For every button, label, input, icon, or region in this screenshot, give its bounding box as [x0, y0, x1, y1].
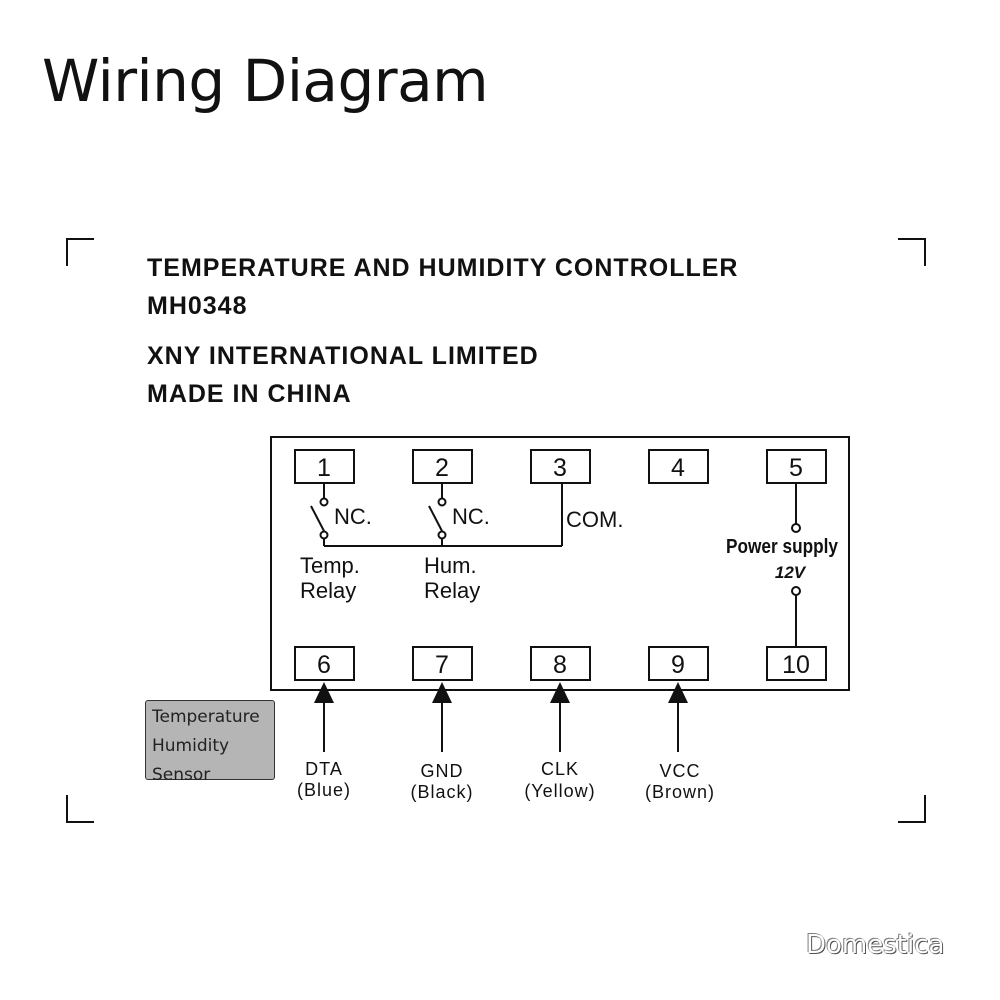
- product-name: TEMPERATURE AND HUMIDITY CONTROLLER: [147, 254, 739, 282]
- svg-text:8: 8: [553, 651, 567, 679]
- terminal-9: 9: [648, 646, 709, 681]
- hum-relay-nc-label: NC.: [452, 504, 490, 529]
- wire-color-clk: (Yellow): [524, 781, 595, 801]
- corner-mark-bottom-right: [898, 795, 926, 823]
- wire-color-gnd: (Black): [410, 782, 473, 802]
- temp-relay-label-line2: Relay: [300, 578, 356, 603]
- com-label: COM.: [566, 507, 623, 532]
- watermark: Domestica: [806, 930, 945, 960]
- svg-text:2: 2: [435, 454, 449, 482]
- power-voltage-label: 12V: [775, 563, 807, 582]
- sensor-label-line3: Sensor: [152, 765, 211, 785]
- page-title: Wiring Diagram: [42, 47, 489, 115]
- power-supply-label: Power supply: [726, 536, 839, 558]
- common-bus: [324, 483, 563, 547]
- sensor-wire-dta: [314, 682, 334, 752]
- sensor-wire-gnd: [432, 682, 452, 752]
- wire-color-dta: (Blue): [297, 780, 351, 800]
- wire-label-gnd: GND: [421, 761, 464, 781]
- svg-text:9: 9: [671, 651, 685, 679]
- svg-text:1: 1: [317, 454, 331, 482]
- power-supply-wiring: [791, 483, 801, 647]
- svg-text:10: 10: [782, 651, 810, 679]
- terminal-3: 3: [530, 449, 591, 484]
- hum-relay-switch: [428, 483, 447, 546]
- temp-relay-switch: [310, 483, 329, 546]
- sensor-label-line1: Temperature: [152, 707, 260, 727]
- terminal-8: 8: [530, 646, 591, 681]
- wire-label-vcc: VCC: [659, 761, 700, 781]
- corner-mark-top-right: [898, 238, 926, 266]
- svg-text:6: 6: [317, 651, 331, 679]
- hum-relay-label-line1: Hum.: [424, 553, 477, 578]
- manufacturer: XNY INTERNATIONAL LIMITED: [147, 342, 539, 370]
- corner-mark-bottom-left: [66, 795, 94, 823]
- terminal-4: 4: [648, 449, 709, 484]
- temp-relay-nc-label: NC.: [334, 504, 372, 529]
- terminal-7: 7: [412, 646, 473, 681]
- wire-label-dta: DTA: [305, 759, 343, 779]
- origin: MADE IN CHINA: [147, 380, 352, 408]
- sensor-box: Temperature Humidity Sensor: [145, 700, 275, 785]
- model-number: MH0348: [147, 292, 248, 320]
- svg-text:7: 7: [435, 651, 449, 679]
- terminal-2: 2: [412, 449, 473, 484]
- wire-color-vcc: (Brown): [645, 782, 715, 802]
- terminal-10: 10: [766, 646, 827, 681]
- terminal-5: 5: [766, 449, 827, 484]
- sensor-wire-vcc: [668, 682, 688, 752]
- corner-mark-top-left: [66, 238, 94, 266]
- terminal-6: 6: [294, 646, 355, 681]
- temp-relay-label-line1: Temp.: [300, 553, 360, 578]
- svg-text:3: 3: [553, 454, 567, 482]
- wire-label-clk: CLK: [541, 759, 579, 779]
- svg-text:5: 5: [789, 454, 803, 482]
- terminal-1: 1: [294, 449, 355, 484]
- hum-relay-label-line2: Relay: [424, 578, 480, 603]
- sensor-wire-clk: [550, 682, 570, 752]
- sensor-label-line2: Humidity: [152, 736, 230, 756]
- svg-text:4: 4: [671, 454, 685, 482]
